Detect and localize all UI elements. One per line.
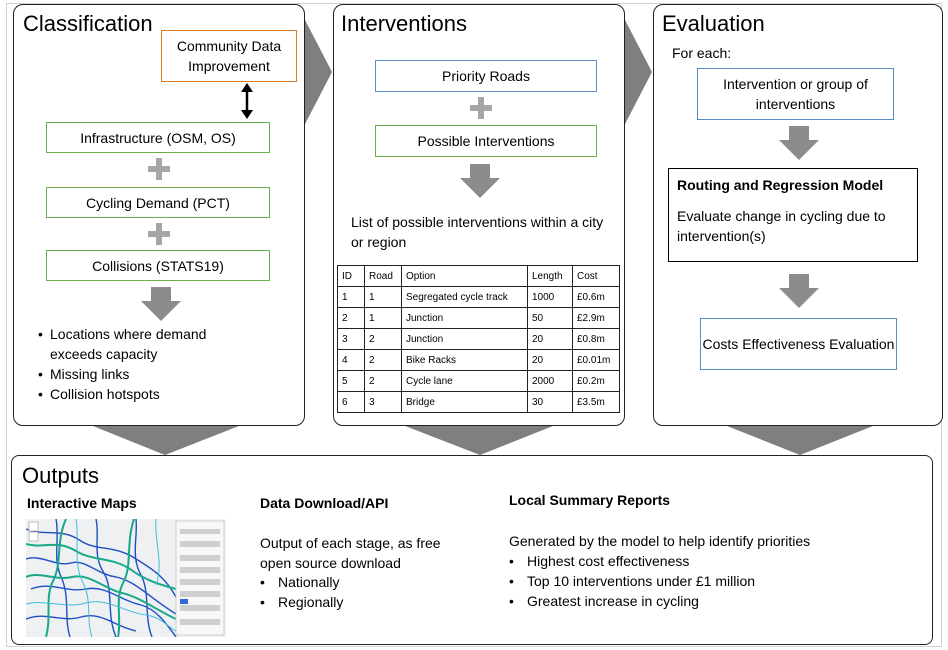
local-reports-bullets: Highest cost effectiveness Top 10 interv… — [507, 551, 887, 611]
table-cell: 4 — [337, 349, 365, 371]
table-cell: 50 — [527, 307, 573, 329]
down-arrow-icon — [779, 126, 819, 160]
table-cell: 2 — [364, 370, 402, 392]
collisions-box: Collisions (STATS19) — [46, 250, 270, 281]
table-cell: 20 — [527, 328, 573, 350]
table-cell: Junction — [401, 328, 528, 350]
routing-model-box — [668, 168, 918, 262]
table-cell: 2 — [337, 307, 365, 329]
data-download-title: Data Download/API — [260, 495, 389, 511]
table-row: 6 3 Bridge 30 £3.5m — [337, 391, 620, 413]
table-cell: 6 — [337, 391, 365, 413]
bullet-item: Regionally — [258, 592, 458, 612]
chevron-arrow-2 — [624, 18, 652, 126]
plus-icon — [470, 97, 492, 119]
table-cell: £2.9m — [572, 307, 620, 329]
table-cell: £3.5m — [572, 391, 620, 413]
interventions-title: Interventions — [341, 11, 467, 36]
bullet-item: Highest cost effectiveness — [507, 551, 887, 571]
routing-model-title: Routing and Regression Model — [677, 177, 884, 193]
interactive-maps-title: Interactive Maps — [27, 495, 137, 511]
bullet-item: Locations where demand exceeds capacity — [36, 324, 256, 364]
table-cell: £0.01m — [572, 349, 620, 371]
table-row: 1 1 Segregated cycle track 1000 £0.6m — [337, 286, 620, 308]
table-cell: 1 — [364, 307, 402, 329]
table-cell: Junction — [401, 307, 528, 329]
bullet-item: Missing links — [36, 364, 256, 384]
for-each-label: For each: — [672, 45, 732, 61]
down-arrow-icon — [779, 274, 819, 308]
table-cell: 1000 — [527, 286, 573, 308]
classification-title: Classification — [23, 11, 153, 36]
evaluation-title: Evaluation — [662, 11, 765, 36]
table-header-row: ID Road Option Length Cost — [337, 265, 620, 287]
chevron-arrow-1 — [304, 18, 332, 126]
classification-bullets: Locations where demand exceeds capacity … — [36, 324, 256, 404]
table-cell: 20 — [527, 349, 573, 371]
table-cell: 2 — [364, 328, 402, 350]
table-cell: 1 — [337, 286, 365, 308]
table-cell: £0.8m — [572, 328, 620, 350]
table-cell: 2000 — [527, 370, 573, 392]
community-data-box: Community Data Improvement — [161, 30, 297, 82]
routing-model-text: Evaluate change in cycling due to interv… — [677, 208, 886, 244]
double-arrow-icon — [241, 83, 253, 119]
table-cell: £0.6m — [572, 286, 620, 308]
table-cell: 1 — [364, 286, 402, 308]
table-row: 3 2 Junction 20 £0.8m — [337, 328, 620, 350]
table-header-cell: Option — [401, 265, 528, 287]
interventions-table: ID Road Option Length Cost 1 1 Segregate… — [337, 265, 620, 413]
infrastructure-box: Infrastructure (OSM, OS) — [46, 122, 270, 153]
bullet-item: Top 10 interventions under £1 million — [507, 571, 887, 591]
intervention-list-text: List of possible interventions within a … — [351, 214, 604, 250]
data-download-text: Output of each stage, as free open sourc… — [260, 535, 441, 571]
intervention-group-box: Intervention or group of interventions — [697, 68, 894, 120]
table-cell: 3 — [364, 391, 402, 413]
table-cell: Bike Racks — [401, 349, 528, 371]
table-cell: Bridge — [401, 391, 528, 413]
funnel-arrow-3 — [722, 424, 878, 455]
local-reports-text: Generated by the model to help identify … — [509, 533, 811, 549]
table-header-cell: Cost — [572, 265, 620, 287]
table-row: 5 2 Cycle lane 2000 £0.2m — [337, 370, 620, 392]
local-reports-title: Local Summary Reports — [509, 492, 671, 508]
table-cell: 5 — [337, 370, 365, 392]
table-cell: Segregated cycle track — [401, 286, 528, 308]
cycling-demand-box: Cycling Demand (PCT) — [46, 187, 270, 218]
table-row: 2 1 Junction 50 £2.9m — [337, 307, 620, 329]
table-cell: 30 — [527, 391, 573, 413]
bullet-item: Nationally — [258, 572, 458, 592]
table-header-cell: Road — [364, 265, 402, 287]
funnel-arrow-1 — [88, 424, 244, 455]
interactive-map-image[interactable] — [26, 519, 226, 637]
funnel-arrow-2 — [400, 424, 558, 455]
table-row: 4 2 Bike Racks 20 £0.01m — [337, 349, 620, 371]
outputs-title: Outputs — [22, 463, 100, 488]
plus-icon — [148, 158, 170, 180]
down-arrow-icon — [460, 164, 500, 198]
table-cell: Cycle lane — [401, 370, 528, 392]
table-cell: 3 — [337, 328, 365, 350]
table-header-cell: Length — [527, 265, 573, 287]
bullet-item: Greatest increase in cycling — [507, 591, 887, 611]
table-header-cell: ID — [337, 265, 365, 287]
plus-icon — [148, 223, 170, 245]
bullet-item: Collision hotspots — [36, 384, 256, 404]
table-cell: 2 — [364, 349, 402, 371]
data-download-bullets: Nationally Regionally — [258, 572, 458, 612]
costs-effectiveness-box: Costs Effectiveness Evaluation — [700, 318, 897, 370]
possible-interventions-box: Possible Interventions — [375, 125, 597, 157]
table-cell: £0.2m — [572, 370, 620, 392]
priority-roads-box: Priority Roads — [375, 60, 597, 92]
down-arrow-icon — [141, 287, 181, 321]
